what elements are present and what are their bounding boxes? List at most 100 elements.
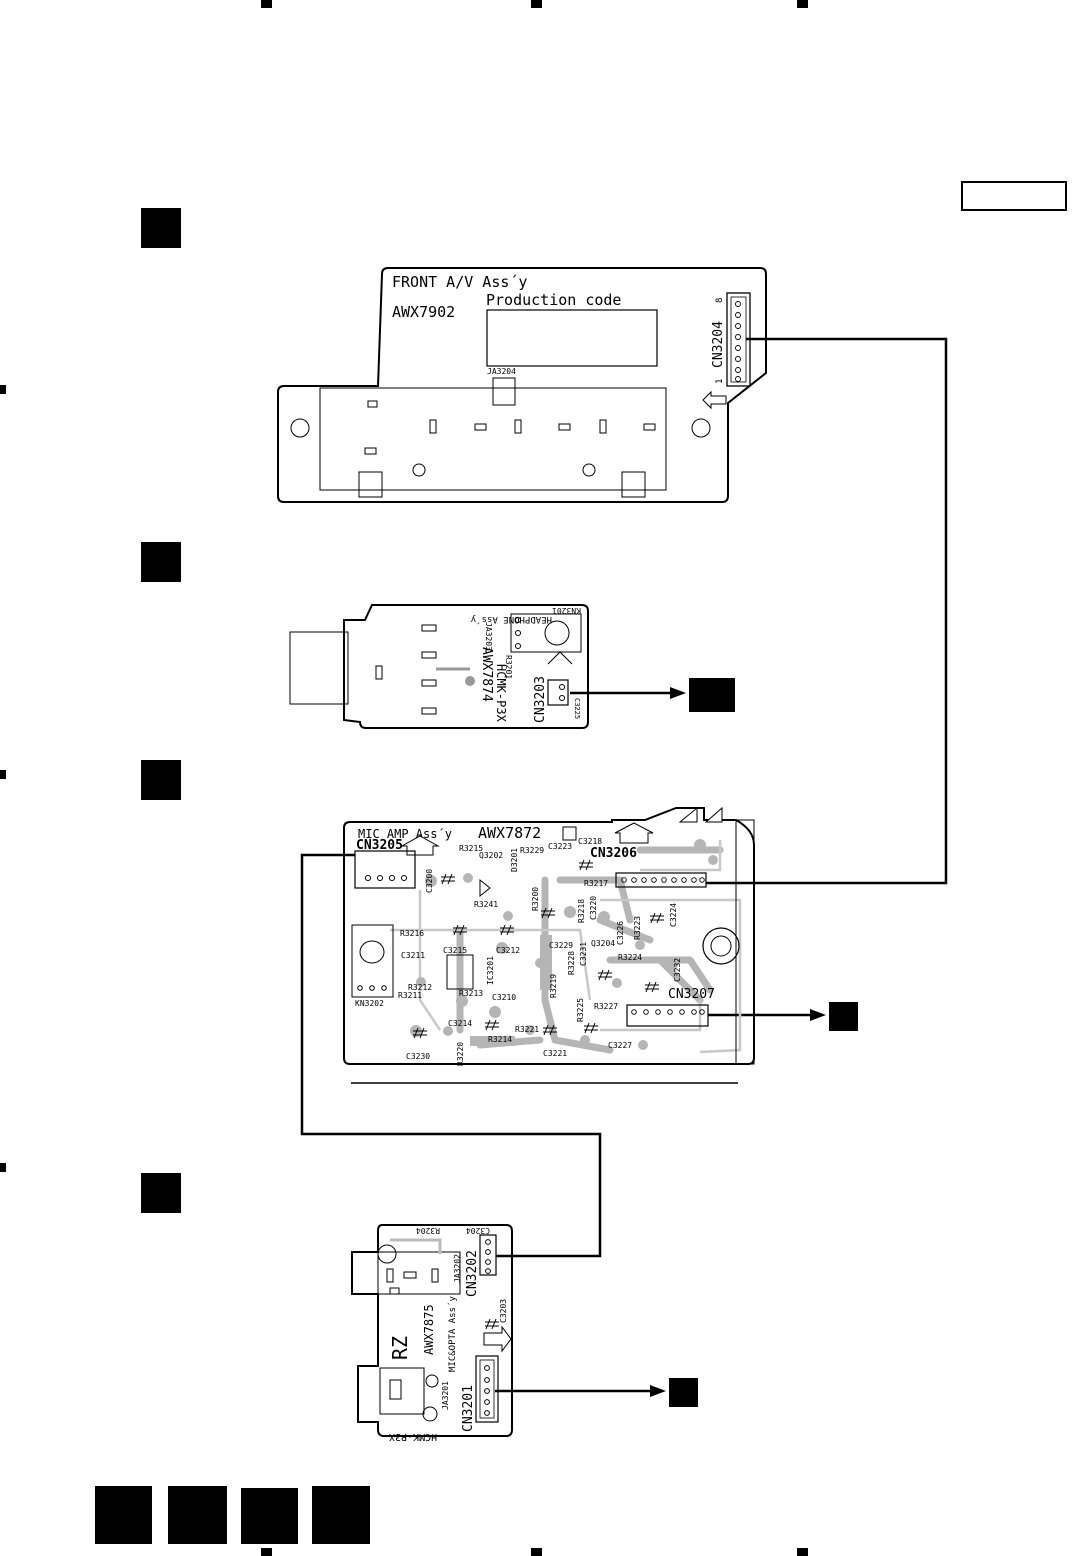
label-c3212: C3212 [496, 946, 520, 955]
label-c3214: C3214 [448, 1019, 472, 1028]
label-c3211: C3211 [401, 951, 425, 960]
headphone-capacitor: C3225 [573, 698, 581, 719]
wiring [300, 337, 948, 1393]
cn3204-pin-last: 8 [715, 298, 725, 303]
label-d3201: D3201 [510, 848, 519, 872]
label-c3210: C3210 [492, 993, 516, 1002]
mic-opt-model: HCMK-P3X [389, 1431, 437, 1442]
label-q3202: Q3202 [479, 851, 503, 860]
wire-cn3204-cn3206 [706, 337, 948, 885]
label-r3227: R3227 [594, 1002, 618, 1011]
label-c3230: C3230 [406, 1052, 430, 1061]
mounting-hole [290, 418, 310, 438]
headphone-board: HEADPHONE Ass´y KN3201 AWX7874 HCMK-P3X … [289, 604, 589, 729]
label-r3204: R3204 [416, 1226, 440, 1235]
label-c3231: C3231 [579, 942, 588, 966]
index-tab-1 [95, 1486, 152, 1544]
label-r3229: R3229 [520, 846, 544, 855]
label-r3212: R3212 [408, 983, 432, 992]
jack-tab [492, 377, 516, 406]
wire-cn3205-cn3202 [300, 853, 602, 1258]
kn3202-body [351, 924, 394, 998]
front-av-title: FRONT A/V Ass´y [392, 273, 527, 291]
brand-rz: RZ [388, 1336, 412, 1360]
jack-outline [319, 387, 667, 491]
component-labels: R3215 Q3202 D3201 R3229 C3223 C3218 C320… [398, 837, 682, 1066]
label-c3229: C3229 [549, 941, 573, 950]
mic-amp-part-no: AWX7872 [478, 824, 541, 842]
label-c3218: C3218 [578, 837, 602, 846]
label-r3216: R3216 [400, 929, 424, 938]
headphone-knob-body [510, 613, 582, 653]
label-r3221: R3221 [515, 1025, 539, 1034]
registration-mark [797, 1548, 808, 1556]
label-r3218: R3218 [577, 899, 586, 923]
mounting-hole [412, 463, 426, 477]
destination-marker-cn3201 [669, 1378, 698, 1407]
cn3204-label: CN3204 [711, 321, 726, 368]
cn3202-connector [479, 1234, 497, 1276]
label-r3220: R3220 [456, 1042, 465, 1066]
index-tab-2 [168, 1486, 227, 1544]
label-r3223: R3223 [633, 916, 642, 940]
registration-mark [261, 1548, 272, 1556]
mic-amp-board: MIC AMP Ass´y AWX7872 CN3205 CN3206 CN32… [343, 806, 755, 1084]
production-code-box [486, 309, 658, 367]
registration-mark [0, 770, 6, 779]
cn3204-connector [726, 292, 751, 387]
headphone-jack: JA3203 [484, 622, 493, 651]
label-c3226: C3226 [616, 921, 625, 945]
cn3201-connector [475, 1355, 499, 1423]
headphone-resistor: R3201 [504, 655, 513, 679]
label-ja3202: JA3202 [453, 1254, 462, 1283]
headphone-model: HCMK-P3X [494, 664, 508, 723]
cn3206-label: CN3206 [590, 846, 637, 861]
arrowheads [650, 687, 826, 1397]
cn3203-label: CN3203 [533, 676, 548, 723]
label-r3224: R3224 [618, 953, 642, 962]
cn3207-label: CN3207 [668, 987, 715, 1002]
cn3204-pin-first: 1 [715, 379, 725, 384]
label-r3213: R3213 [459, 989, 483, 998]
mounting-hole [582, 463, 596, 477]
registration-mark [797, 0, 808, 8]
registration-mark [0, 385, 6, 394]
label-c3224: C3224 [669, 903, 678, 927]
section-marker-c [141, 760, 181, 800]
cn3202-label: CN3202 [465, 1250, 480, 1297]
mic-opt-title: MIC&OPTA Ass´y [447, 1296, 458, 1372]
label-c3227: C3227 [608, 1041, 632, 1050]
direction-arrow [702, 390, 727, 410]
label-q3204: Q3204 [591, 939, 615, 948]
front-av-board: FRONT A/V Ass´y AWX7902 Production code … [277, 267, 767, 503]
mounting-hole [691, 418, 711, 438]
registration-mark [0, 1163, 6, 1172]
index-tab-4 [312, 1486, 370, 1544]
direction-arrow [614, 822, 654, 844]
ic3201-body [446, 954, 474, 990]
label-r3214: R3214 [488, 1035, 512, 1044]
label-c3203: C3203 [499, 1299, 508, 1323]
section-marker-b [141, 542, 181, 582]
label-ja3201: JA3201 [441, 1381, 450, 1410]
headphone-knob: KN3201 [552, 606, 581, 615]
cn3207-connector [626, 1004, 709, 1027]
label-ic3201: IC3201 [486, 956, 495, 985]
label-c3200: C3200 [425, 869, 434, 893]
section-marker-a [141, 208, 181, 248]
registration-mark [531, 0, 542, 8]
label-c3220: C3220 [589, 896, 598, 920]
headphone-pads [375, 624, 437, 715]
front-av-part-no: AWX7902 [392, 303, 455, 321]
headphone-part-no: AWX7874 [479, 647, 494, 702]
label-c3232: C3232 [673, 958, 682, 982]
direction-arrow [483, 1325, 512, 1353]
registration-mark [261, 0, 272, 8]
label-r3219: R3219 [549, 974, 558, 998]
cn3205-label: CN3205 [356, 838, 403, 853]
registration-mark [531, 1548, 542, 1556]
label-c3215: C3215 [443, 946, 467, 955]
cn3201-label: CN3201 [461, 1385, 476, 1432]
mic-opt-board: C3204 R3204 RZ AWX7875 MIC&OPTA Ass´y JA… [351, 1224, 513, 1442]
